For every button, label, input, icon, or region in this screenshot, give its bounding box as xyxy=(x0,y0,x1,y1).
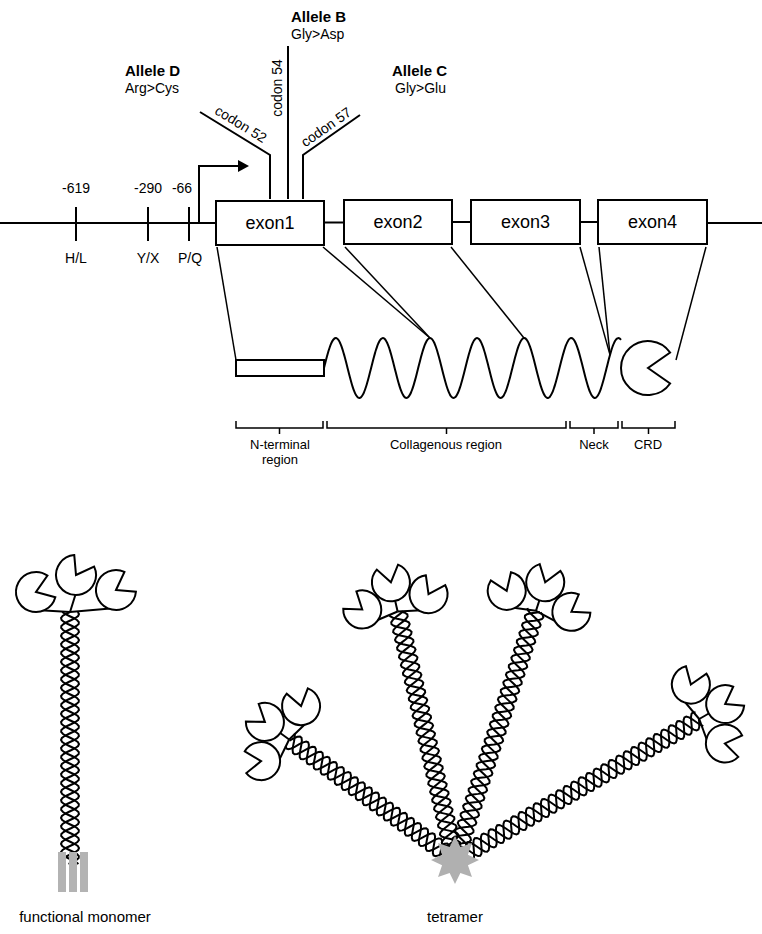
projection-line xyxy=(580,247,610,355)
gene-backbone xyxy=(0,222,215,224)
carbohydrate-recognition-domain xyxy=(96,570,136,610)
codon-label: codon 57 xyxy=(298,104,354,150)
carbohydrate-recognition-domain xyxy=(706,685,744,723)
exon-box: exon4 xyxy=(597,199,708,245)
region-bracket xyxy=(622,421,675,434)
allele-name: Allele C xyxy=(392,62,447,79)
exon-box: exon2 xyxy=(343,199,453,245)
codon-label: codon 54 xyxy=(269,59,285,117)
figure-caption: functional monomer xyxy=(19,908,151,925)
collagenous-helix xyxy=(324,338,621,398)
carbohydrate-recognition-domain xyxy=(245,742,280,780)
carbohydrate-recognition-domain xyxy=(552,593,590,631)
n-terminal-bar xyxy=(236,360,324,376)
triple-helix xyxy=(290,736,451,866)
exon-label: exon2 xyxy=(373,212,422,233)
projection-line xyxy=(345,247,430,338)
projection-line xyxy=(451,247,524,338)
allele-name: Allele B xyxy=(291,8,346,25)
amino-acid-change: Gly>Glu xyxy=(395,80,446,96)
n-terminal-stub xyxy=(58,852,66,892)
region-bracket xyxy=(327,421,566,434)
projection-line xyxy=(599,247,610,355)
codon-leader-line xyxy=(287,46,289,199)
triple-helix xyxy=(61,612,79,864)
intron-line xyxy=(581,221,597,223)
projection-line xyxy=(323,247,430,338)
codon-label: codon 52 xyxy=(212,102,270,146)
exon-label: exon1 xyxy=(245,213,294,234)
figure-caption: tetramer xyxy=(427,908,483,925)
region-bracket xyxy=(236,421,323,434)
exon-label: exon4 xyxy=(628,212,677,233)
carbohydrate-recognition-domain xyxy=(410,575,448,613)
carbohydrate-recognition-domain xyxy=(246,703,284,741)
triple-helix xyxy=(61,612,79,864)
polymorphism-label: P/Q xyxy=(178,250,202,266)
polymorphism-label: Y/X xyxy=(137,250,160,266)
triple-helix xyxy=(451,718,699,860)
n-terminal-cluster xyxy=(431,836,479,884)
carbohydrate-recognition-domain xyxy=(56,555,96,595)
polymorphism-tick xyxy=(188,207,190,241)
exon-box: exon1 xyxy=(215,200,325,246)
carbohydrate-recognition-domain xyxy=(672,666,710,703)
region-label: N-terminal region xyxy=(235,438,325,468)
position-label: -619 xyxy=(62,180,90,196)
carbohydrate-recognition-domain xyxy=(488,572,526,610)
amino-acid-change: Gly>Asp xyxy=(291,26,344,42)
arrowhead xyxy=(238,160,249,172)
region-label: Collagenous region xyxy=(390,438,502,453)
polymorphism-label: H/L xyxy=(65,250,87,266)
region-label: CRD xyxy=(634,438,662,453)
intron-line xyxy=(453,221,470,223)
carbohydrate-recognition-domain xyxy=(16,572,55,612)
region-bracket xyxy=(570,421,618,434)
projection-line xyxy=(676,247,706,360)
allele-name: Allele D xyxy=(125,62,180,79)
amino-acid-change: Arg>Cys xyxy=(125,80,179,96)
carbohydrate-recognition-domain xyxy=(282,688,320,725)
position-label: -290 xyxy=(134,180,162,196)
n-terminal-stub xyxy=(80,852,88,892)
position-label: -66 xyxy=(172,180,192,196)
carbohydrate-recognition-domain xyxy=(372,565,410,602)
polymorphism-tick xyxy=(147,207,149,241)
exon-label: exon3 xyxy=(501,212,550,233)
triple-helix xyxy=(61,612,79,864)
carbohydrate-recognition-domain xyxy=(621,341,670,395)
projection-line xyxy=(217,247,236,360)
carbohydrate-recognition-domain xyxy=(706,724,742,762)
intron-line xyxy=(325,222,343,224)
gene-backbone xyxy=(708,222,762,224)
carbohydrate-recognition-domain xyxy=(526,564,564,601)
carbohydrate-recognition-domain xyxy=(343,590,381,628)
n-terminal-stub xyxy=(69,852,77,892)
exon-box: exon3 xyxy=(470,199,581,245)
polymorphism-tick xyxy=(75,207,77,241)
triple-helix xyxy=(393,612,460,862)
region-label: Neck xyxy=(579,438,609,453)
